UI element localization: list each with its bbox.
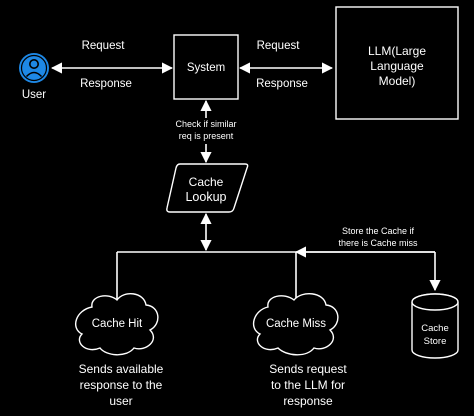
cache-store-node: Cache Store xyxy=(411,293,459,359)
user-label: User xyxy=(22,89,46,101)
cache-miss-label: Cache Miss xyxy=(266,318,326,330)
cache-store-label-line-2: Store xyxy=(424,336,447,347)
cache-miss-note-line-2: to the LLM for xyxy=(271,378,345,392)
user-system-response-label: Response xyxy=(80,78,132,90)
user-icon xyxy=(19,53,49,83)
system-label: System xyxy=(187,62,225,74)
user-node: User xyxy=(19,53,49,101)
system-llm-request-label: Request xyxy=(257,40,301,52)
store-note-line-2: there is Cache miss xyxy=(338,238,418,248)
branch-bus xyxy=(116,246,441,302)
cache-hit-note-line-2: response to the xyxy=(80,378,163,392)
cache-store-label-line-1: Cache xyxy=(421,323,448,334)
cache-miss-note-line-3: response xyxy=(283,394,333,408)
cache-hit-note-line-1: Sends available xyxy=(79,362,164,376)
llm-node: LLM(Large Language Model) xyxy=(335,6,459,120)
cache-miss-node: Cache Miss xyxy=(252,293,339,356)
cache-lookup-label-line-2: Lookup xyxy=(185,190,226,204)
llm-label-line-3: Model) xyxy=(379,74,416,88)
cache-hit-node: Cache Hit xyxy=(74,293,159,356)
cache-miss-note-line-1: Sends request xyxy=(269,362,347,376)
store-note-line-1: Store the Cache if xyxy=(342,226,415,236)
cache-hit-note-line-3: user xyxy=(109,394,132,408)
system-node: System xyxy=(173,34,239,100)
cache-lookup-node: Cache Lookup xyxy=(166,163,249,213)
llm-label-line-2: Language xyxy=(370,59,424,73)
cache-hit-note: Sends available response to the user xyxy=(79,362,164,408)
user-system-request-label: Request xyxy=(82,40,126,52)
system-llm-response-label: Response xyxy=(256,78,308,90)
check-label-backdrop xyxy=(177,118,236,144)
cache-miss-note: Sends request to the LLM for response xyxy=(269,362,347,408)
cache-hit-label: Cache Hit xyxy=(92,318,143,330)
check-label-line-1: Check if similar xyxy=(175,119,236,129)
cache-lookup-label-line-1: Cache xyxy=(189,175,224,189)
llm-label-line-1: LLM(Large xyxy=(368,44,426,58)
check-label-line-2: req is present xyxy=(179,131,234,141)
